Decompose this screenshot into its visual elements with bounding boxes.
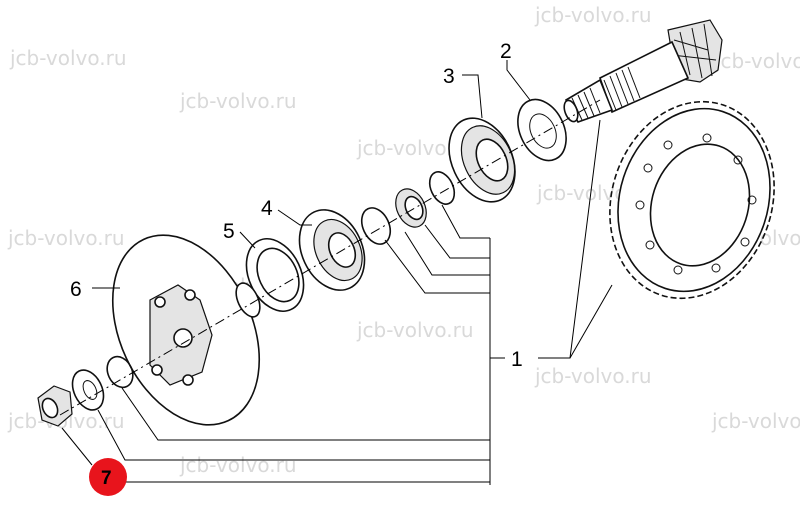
bracket-1-tick — [384, 239, 490, 294]
outer-bearing — [448, 117, 516, 203]
watermark: jcb-volvo.ru — [179, 453, 297, 477]
seal-inner — [256, 247, 300, 303]
bolt-hole — [663, 140, 673, 150]
leader-7 — [61, 427, 93, 466]
leader-2 — [506, 60, 531, 101]
callout-2[interactable]: 2 — [500, 40, 512, 63]
nut — [37, 385, 73, 427]
seal — [245, 238, 305, 312]
ring-gear-bolt-holes — [635, 133, 757, 275]
callout-7[interactable]: 7 — [101, 468, 112, 489]
o-ring-spacer — [360, 207, 392, 245]
callout-7-marker[interactable]: 7 — [89, 458, 127, 496]
leader-4 — [277, 209, 312, 226]
callout-3[interactable]: 3 — [443, 65, 455, 88]
bracket-1-tick — [121, 387, 490, 441]
bolt-hole — [740, 237, 750, 247]
ring-gear — [609, 100, 775, 300]
bolt-hole — [702, 133, 712, 143]
assembly-axis — [59, 99, 601, 416]
bolt-hole — [645, 240, 655, 250]
callout-6[interactable]: 6 — [70, 278, 82, 301]
highlight-marker[interactable] — [89, 458, 127, 496]
leader-lines — [61, 60, 613, 485]
watermark: jcb-volvo.ru — [179, 89, 297, 113]
bolt-hole — [747, 195, 757, 205]
bracket-1-tick — [404, 231, 490, 276]
watermark: jcb-volvo.ru — [7, 226, 125, 250]
leader-5 — [239, 231, 256, 249]
watermark: jcb-volvo.ru — [714, 49, 800, 73]
pinion-shaft — [563, 19, 723, 123]
flange — [111, 234, 261, 426]
callouts: 1 2 3 4 5 6 7 — [70, 40, 523, 496]
callout-1[interactable]: 1 — [511, 348, 523, 371]
leader-3 — [462, 74, 483, 119]
inner-bearing — [298, 209, 366, 291]
bearing-inner-race — [475, 138, 509, 182]
washer-inner — [82, 380, 98, 400]
pinion-teeth-lines — [671, 23, 717, 79]
watermark: jcb-volvo.ru — [711, 409, 800, 433]
washer — [71, 369, 105, 411]
bracket-1-tick — [441, 204, 490, 239]
bolt-hole — [635, 200, 645, 210]
o-ring-flange — [106, 355, 134, 389]
o-ring-small — [428, 171, 456, 205]
bolt-hole — [711, 263, 721, 273]
ring-gear-teeth-outline — [609, 100, 775, 300]
flange-hub — [235, 282, 261, 318]
ring-gear-bore — [649, 143, 751, 267]
pinion-shaft-body — [599, 40, 690, 114]
bracket-1-tick — [424, 224, 490, 259]
bolt-hole — [733, 155, 743, 165]
bolt-hole — [643, 163, 653, 173]
watermark: jcb-volvo.ru — [534, 364, 652, 388]
yoke-bolt — [184, 289, 196, 301]
watermark: jcb-volvo.ru — [356, 318, 474, 342]
watermark: jcb-volvo.ru — [534, 3, 652, 27]
collapsible-spacer — [395, 188, 427, 228]
yoke-bolt — [151, 364, 163, 376]
bracket-1-tick — [97, 409, 490, 461]
bolt-hole — [673, 265, 683, 275]
spacer-bore — [404, 195, 424, 221]
yoke-bolt — [154, 296, 166, 308]
pinion-tip-end — [563, 99, 579, 123]
leader-1-ring — [569, 284, 613, 359]
callout-5[interactable]: 5 — [223, 220, 235, 243]
pinion-splines — [603, 66, 641, 111]
watermark: jcb-volvo.ru — [9, 46, 127, 70]
flange-center-bore — [173, 328, 193, 348]
shim-inner — [529, 113, 557, 149]
ring-gear-face — [617, 107, 771, 293]
callout-4[interactable]: 4 — [261, 197, 273, 220]
nut-bore — [41, 397, 59, 419]
yoke-bolt — [182, 374, 194, 386]
washer-outer — [71, 369, 105, 411]
shim-washer — [517, 98, 567, 162]
